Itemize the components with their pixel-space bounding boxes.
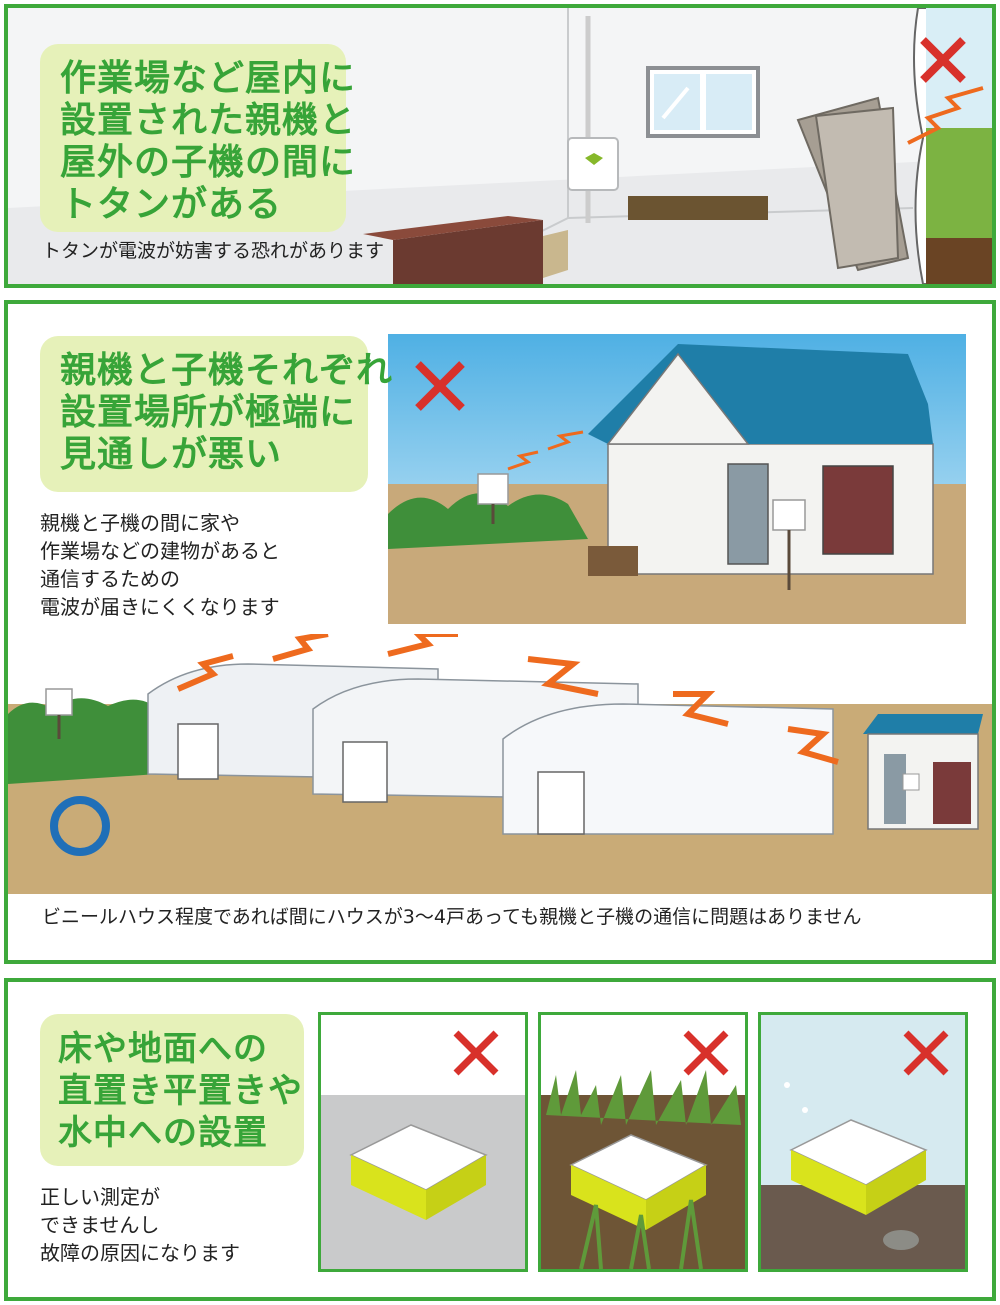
heading-line-3: 屋外の子機の間に [60,142,357,183]
note-line-2: できませんし [40,1213,160,1237]
heading-line-4: トタンがある [60,184,283,225]
heading-line-3: 水中への設置 [58,1113,268,1153]
heading-line-1: 床や地面への [58,1029,268,1069]
greenhouses-ok-illustration [8,634,992,894]
line-of-sight-panel: 親機と子機それぞれ 設置場所が極端に 見通しが悪い 親機と子機の間に家や 作業場… [4,300,996,964]
note-line-1: 親機と子機の間に家や [40,511,240,535]
heading-line-1: 親機と子機それぞれ [60,350,394,391]
placement-panel: 床や地面への 直置き平置きや 水中への設置 正しい測定が できませんし 故障の原… [4,978,996,1301]
heading-line-2: 設置場所が極端に [60,392,357,433]
note-line-4: 電波が届きにくくなります [40,595,280,619]
heading-line-2: 設置された親機と [60,100,357,141]
grass-placement-illustration [538,1012,748,1272]
indoor-workshop-illustration [8,8,992,284]
heading-callout [40,1014,304,1166]
shed-blocking-illustration [388,334,966,624]
note-line-3: 通信するための [40,567,180,591]
note-text: トタンが電波が妨害する恐れがあります [42,240,385,262]
note-line-2: 作業場などの建物があると [40,539,280,563]
floor-placement-illustration [318,1012,528,1272]
heading-line-2: 直置き平置きや [58,1071,303,1111]
heading-line-1: 作業場など屋内に [60,58,357,99]
note-line-1: 正しい測定が [40,1185,160,1209]
heading-callout [40,336,368,492]
underwater-placement-illustration [758,1012,968,1272]
note-line-3: 故障の原因になります [40,1241,240,1265]
heading-callout [40,44,346,232]
ok-caption: ビニールハウス程度であれば間にハウスが3～4戸あっても親機と子機の通信に問題はあ… [42,906,862,928]
indoor-tin-panel: 作業場など屋内に 設置された親機と 屋外の子機の間に トタンがある トタンが電波… [4,4,996,288]
heading-line-3: 見通しが悪い [60,434,283,475]
